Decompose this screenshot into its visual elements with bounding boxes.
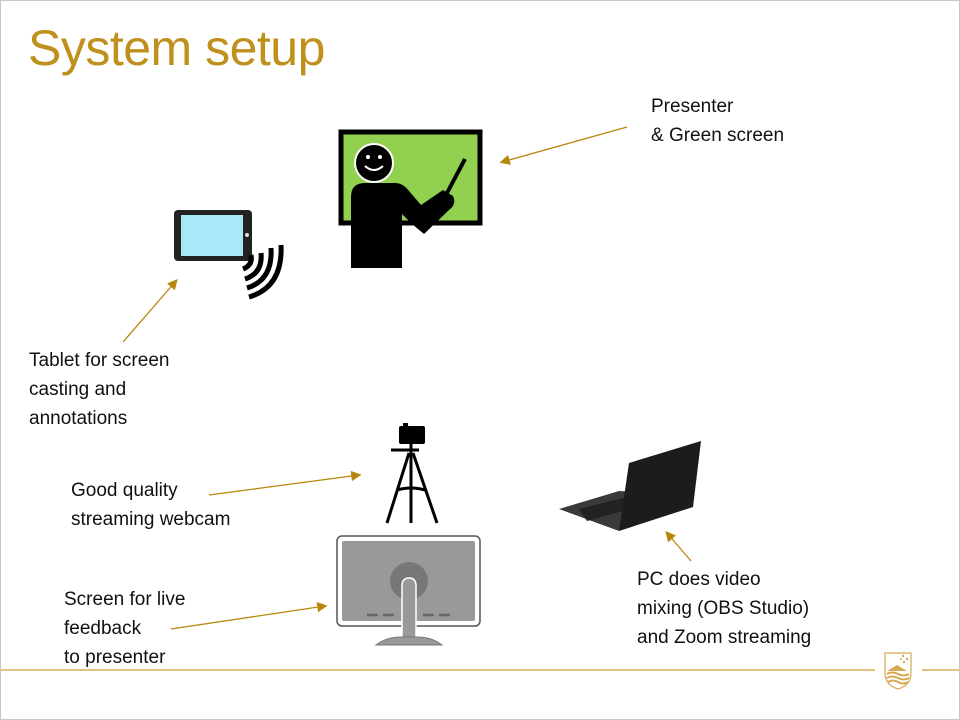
tablet-icon [174,210,284,300]
presenter-label: Presenter & Green screen [651,96,785,146]
callout-arrows [122,126,692,630]
tablet-label: Tablet for screen casting and annotation… [29,350,170,429]
pc-label: PC does video mixing (OBS Studio) and Zo… [637,569,812,648]
university-crest-logo [884,652,912,690]
slide-title: System setup [28,20,325,76]
monitor-icon [336,535,481,646]
webcam-label: Good quality streaming webcam [71,480,231,530]
laptop-icon [559,441,701,531]
screen-label: Screen for live feedback to presenter [64,589,186,668]
presenter-green-screen-icon [338,129,483,268]
webcam-tripod-icon [385,423,439,524]
